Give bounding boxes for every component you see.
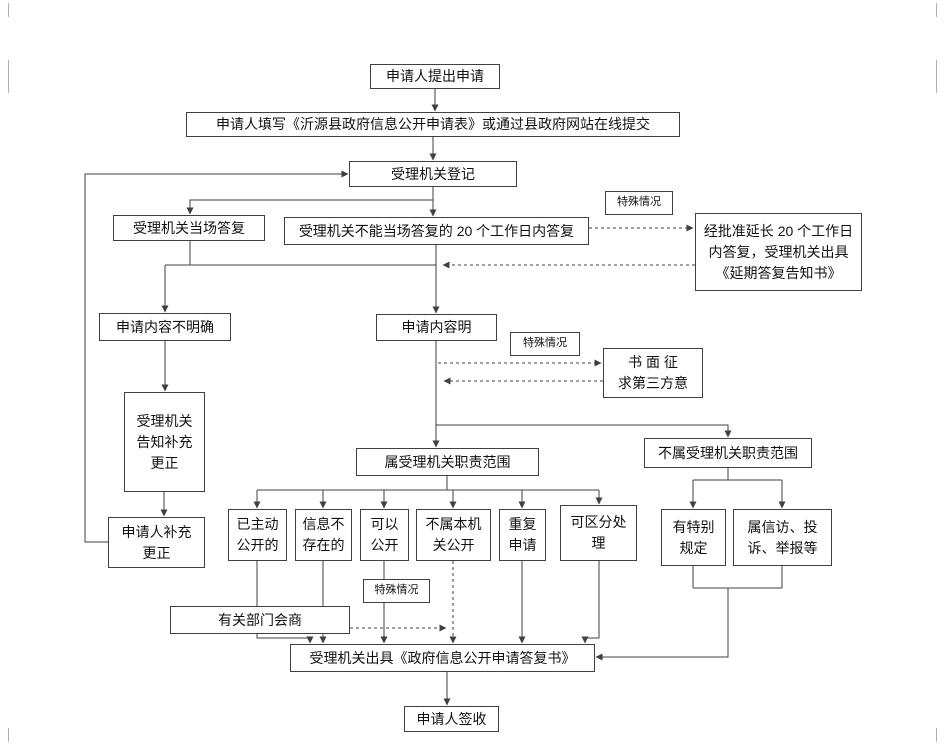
node-can-public: 可以 公开 bbox=[360, 509, 409, 561]
node-onspot-reply: 受理机关当场答复 bbox=[113, 215, 265, 241]
crop-mark-bottom-right bbox=[936, 728, 937, 742]
node-sign-receive: 申请人签收 bbox=[404, 706, 499, 732]
crop-mark-top-right bbox=[936, 3, 937, 17]
node-dept-consult: 有关部门会商 bbox=[170, 606, 350, 634]
node-extend-reply: 经批准延长 20 个工作日 内答复，受理机关出具 《延期答复告知书》 bbox=[695, 213, 862, 291]
node-fill-form: 申请人填写《沂源县政府信息公开申请表》或通过县政府网站在线提交 bbox=[186, 112, 680, 137]
node-applicant-supplement: 申请人补充 更正 bbox=[108, 517, 205, 568]
crop-mark-margin-right bbox=[936, 60, 937, 93]
node-separable: 可区分处 理 bbox=[560, 505, 637, 561]
node-issue-reply: 受理机关出具《政府信息公开申请答复书》 bbox=[290, 644, 595, 672]
node-special-rule: 有特别 规定 bbox=[661, 509, 726, 566]
crop-mark-bottom-left bbox=[8, 728, 9, 742]
node-reply-20days: 受理机关不能当场答复的 20 个工作日内答复 bbox=[284, 217, 589, 245]
node-petition: 属信访、投 诉、举报等 bbox=[733, 509, 832, 566]
node-special-case-2: 特殊情况 bbox=[510, 332, 580, 356]
crop-mark-top-left bbox=[8, 3, 9, 17]
node-special-case-3: 特殊情况 bbox=[363, 579, 430, 603]
node-notify-supplement: 受理机关 告知补充 更正 bbox=[124, 392, 205, 492]
crop-mark-margin-left bbox=[8, 60, 9, 93]
node-content-clear: 申请内容明 bbox=[376, 314, 497, 341]
node-not-within-duty: 不属受理机关职责范围 bbox=[644, 438, 812, 468]
node-special-case-1: 特殊情况 bbox=[605, 191, 673, 215]
node-register: 受理机关登记 bbox=[349, 161, 517, 187]
node-not-exist: 信息不 存在的 bbox=[295, 509, 352, 561]
node-not-this-organ: 不属本机 关公开 bbox=[416, 509, 491, 561]
node-within-duty: 属受理机关职责范围 bbox=[356, 448, 539, 476]
node-repeat-apply: 重复 申请 bbox=[499, 509, 546, 561]
node-content-unclear: 申请内容不明确 bbox=[99, 313, 231, 341]
node-start: 申请人提出申请 bbox=[370, 64, 500, 89]
node-already-public: 已主动 公开的 bbox=[228, 509, 287, 561]
node-third-party: 书 面 征 求第三方意 bbox=[603, 348, 703, 398]
